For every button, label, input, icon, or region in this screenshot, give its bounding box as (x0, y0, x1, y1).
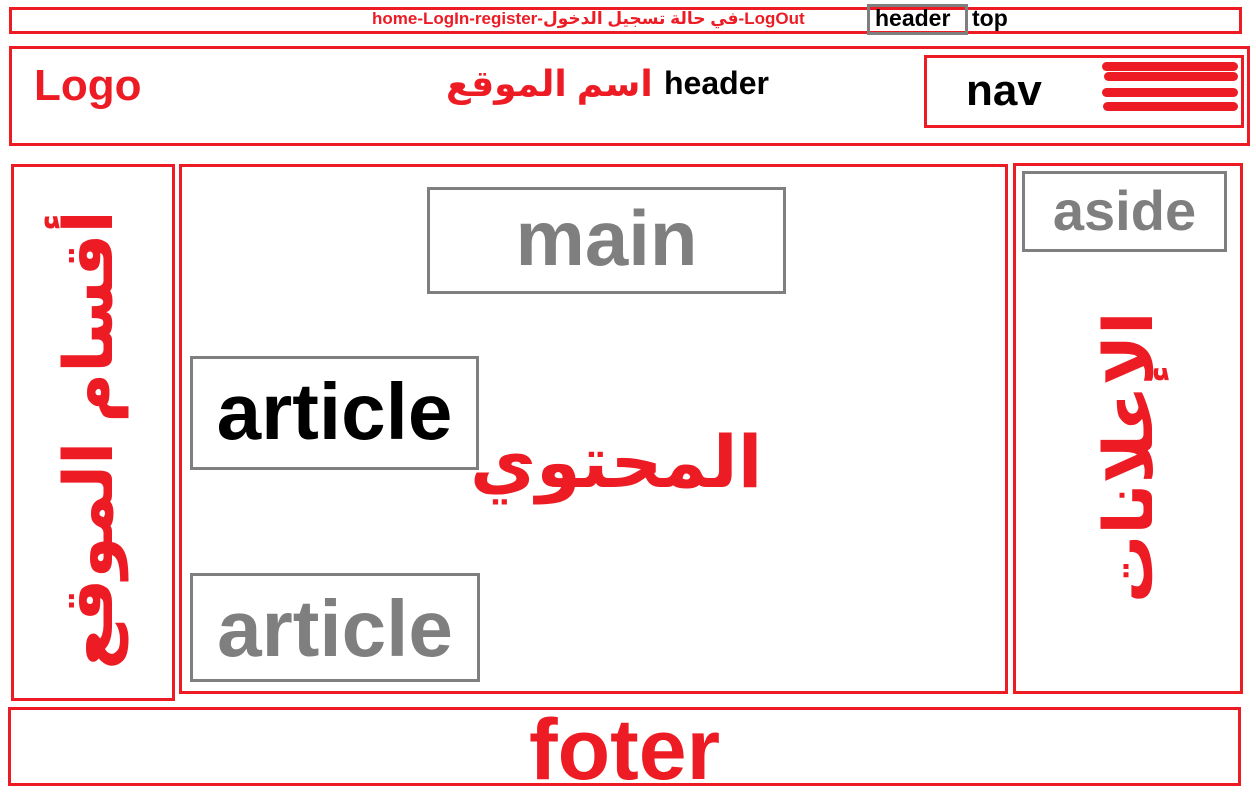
aside-label: aside (1052, 179, 1197, 242)
main-label: main (515, 194, 698, 282)
content-label: المحتوي (470, 423, 763, 503)
main-label-box (427, 187, 786, 294)
article-2-label: article (217, 584, 453, 673)
hamburger-bar (1102, 62, 1238, 71)
top-label: top (972, 5, 1008, 31)
hamburger-icon[interactable] (1102, 58, 1240, 122)
hamburger-bar (1102, 88, 1238, 97)
nav (924, 55, 1244, 128)
header-tag-box (867, 4, 968, 35)
hamburger-bar (1104, 72, 1238, 81)
footer-label: foter (528, 702, 721, 798)
article-1-label: article (216, 367, 453, 456)
logo[interactable]: Logo (34, 61, 142, 110)
header-tag-label: header (875, 5, 951, 31)
top-links[interactable]: home-LogIn-register-في حالة تسجيل الدخول… (372, 9, 805, 28)
top-bar (9, 7, 1242, 34)
main (179, 164, 1008, 694)
nav-label: nav (966, 66, 1042, 115)
header-label: header (664, 65, 769, 101)
aside (1013, 163, 1243, 694)
article-2-box[interactable] (190, 573, 480, 682)
site-name: اسم الموقع (446, 63, 653, 104)
left-sidebar (11, 164, 175, 701)
sections-title[interactable]: أقسام الموقع (51, 210, 127, 670)
article-1-box[interactable] (190, 356, 479, 470)
aside-label-box (1022, 171, 1227, 252)
ads-label[interactable]: الإعلانات (1091, 311, 1167, 603)
header (9, 46, 1250, 146)
hamburger-bar (1103, 102, 1238, 111)
footer (8, 707, 1241, 786)
